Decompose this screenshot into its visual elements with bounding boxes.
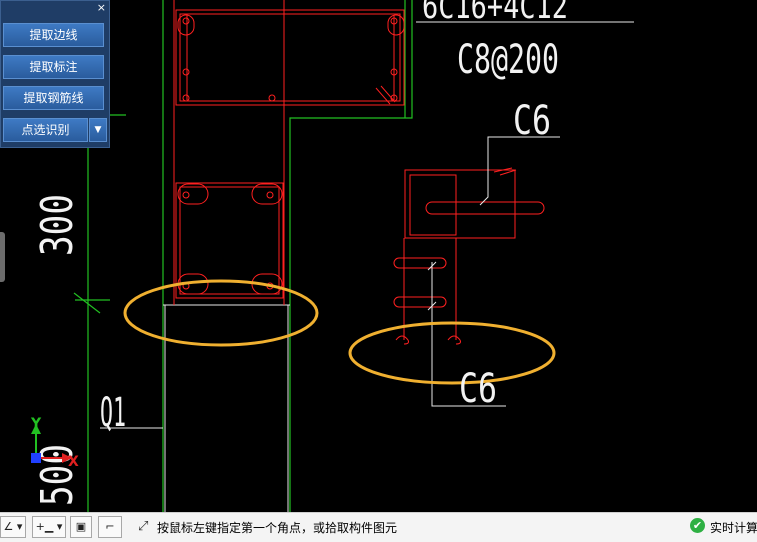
realtime-calc-status[interactable]: 实时计算 xyxy=(710,521,757,535)
stirrup-spacing-label: C8@200 xyxy=(457,37,559,83)
wall-lines xyxy=(163,304,290,512)
status-bar: ∠ ▾ +▁ ▾ ▣ ⌐ ⤢ 按鼠标左键指定第一个角点，或拾取构件图元 ✔ 实时… xyxy=(0,512,757,542)
resize-arrows-icon: ⤢ xyxy=(138,519,149,534)
stirrup-detail xyxy=(393,167,545,345)
dimension-tick xyxy=(73,292,110,314)
command-prompt: 按鼠标左键指定第一个角点，或拾取构件图元 xyxy=(157,521,398,535)
close-icon[interactable]: × xyxy=(96,1,106,14)
highlight-ellipses xyxy=(123,279,556,385)
ortho-snap-icon[interactable]: +▁ ▾ xyxy=(32,516,66,538)
axis-x-label: X xyxy=(68,454,79,470)
q1-label: Q1 xyxy=(100,390,126,436)
polyline-tool-icon[interactable]: ⌐ xyxy=(98,516,122,538)
c6-label-top: C6 xyxy=(513,98,551,144)
top-rebar-label: 6C16+4C12 xyxy=(422,0,568,27)
point-select-identify-button[interactable]: 点选识别 xyxy=(3,118,88,142)
dimension-300: 300 xyxy=(32,194,83,256)
leader-lines xyxy=(100,21,634,429)
angle-snap-icon[interactable]: ∠ ▾ xyxy=(0,516,26,538)
ucs-axes-icon: Y X xyxy=(30,416,79,470)
chevron-down-icon[interactable]: ▼ xyxy=(89,118,107,142)
wall-outline xyxy=(87,0,413,512)
extraction-panel: × 提取边线 提取标注 提取钢筋线 点选识别 ▼ xyxy=(0,0,110,148)
axis-y-label: Y xyxy=(30,416,42,432)
extract-edge-button[interactable]: 提取边线 xyxy=(3,23,104,47)
check-circle-icon: ✔ xyxy=(690,518,705,533)
extract-rebar-line-button[interactable]: 提取钢筋线 xyxy=(3,86,104,110)
column-rebar xyxy=(173,0,405,305)
extract-annotation-button[interactable]: 提取标注 xyxy=(3,55,104,79)
display-toggle-icon[interactable]: ▣ xyxy=(70,516,92,538)
collapse-tab-handle[interactable] xyxy=(0,232,5,282)
c6-label-bottom: C6 xyxy=(459,366,497,412)
cad-drawing-canvas[interactable]: 6C16+4C12 C8@200 C6 C6 Q1 300 500 Y X xyxy=(0,0,757,512)
